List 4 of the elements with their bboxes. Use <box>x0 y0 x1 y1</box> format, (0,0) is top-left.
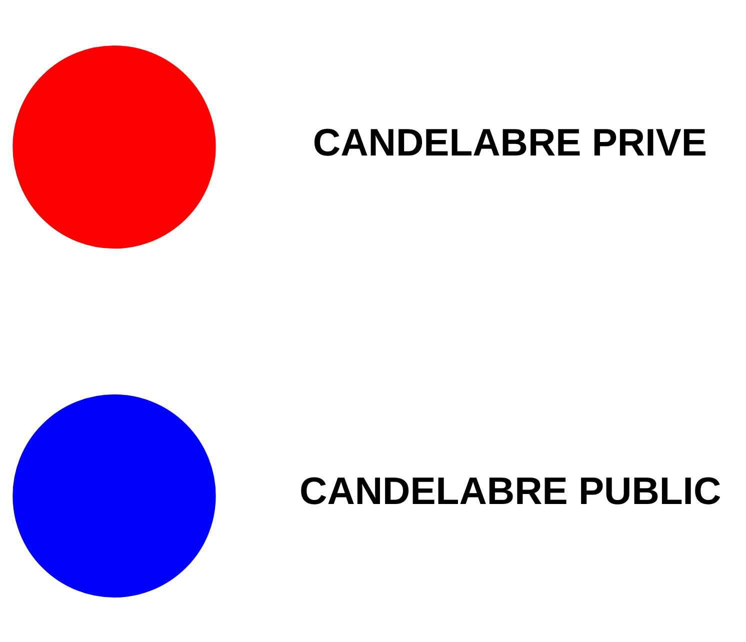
legend-label: CANDELABRE PRIVE <box>312 120 707 164</box>
legend-label: CANDELABRE PUBLIC <box>300 470 722 513</box>
node-circle <box>12 394 216 598</box>
node-circle <box>12 44 216 248</box>
